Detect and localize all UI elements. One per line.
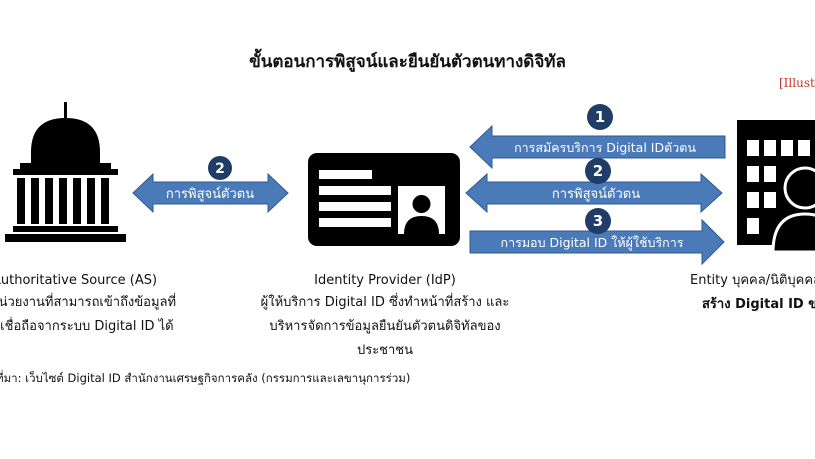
source-note: ที่มา: เว็บไซต์ Digital ID สำนักงานเศรษฐ… (0, 371, 411, 385)
issue-arrow (469, 208, 725, 266)
issue-label: การมอบ Digital ID ให้ผู้ใช้บริการ (501, 235, 684, 251)
entity-name: Entity บุคคล/นิติบุคคล (690, 273, 815, 288)
verify-arrow-right (465, 158, 723, 214)
as-name: Authoritative Source (AS) (0, 273, 158, 288)
diagram-title: ขั้นตอนการพิสูจน์และยืนยันตัวตนทางดิจิทั… (249, 52, 566, 72)
entity-desc-line1: สร้าง Digital ID ของ (702, 297, 815, 312)
verify-right-label: การพิสูจน์ตัวตน (552, 186, 640, 202)
step-number-1: 1 (595, 108, 605, 126)
step-badge-left (208, 156, 232, 180)
as-desc-line2: น่าเชื่อถือจากระบบ Digital ID ได้ (0, 319, 174, 334)
step-number-2: 2 (593, 162, 603, 180)
idp-name: Identity Provider (IdP) (314, 273, 456, 288)
verify-arrow-left (132, 156, 289, 214)
verify-left-label: การพิสูจน์ตัวตน (166, 186, 254, 202)
register-label: การสมัครบริการ Digital IDตัวตน (514, 140, 696, 155)
idp-desc-line3: ประชาชน (356, 343, 414, 358)
as-desc-line1: หน่วยงานที่สามารถเข้าถึงข้อมูลที่ (0, 295, 177, 310)
idp-desc-line1: ผู้ให้บริการ Digital ID ซึ่งทำหน้าที่สร้… (260, 295, 510, 310)
step-number-left: 2 (215, 161, 225, 177)
step-number-3: 3 (593, 212, 603, 230)
id-card-icon (308, 153, 460, 246)
step-badge-2 (585, 158, 611, 184)
government-building-icon (5, 102, 126, 242)
office-building-icon (737, 120, 815, 254)
illustration-tag: [Illustr (779, 76, 815, 90)
idp-desc-line2: บริหารจัดการข้อมูลยืนยันตัวตนดิจิทัลของ (269, 319, 501, 334)
step-badge-1 (587, 104, 613, 130)
register-arrow (469, 104, 726, 170)
step-badge-3 (585, 208, 611, 234)
